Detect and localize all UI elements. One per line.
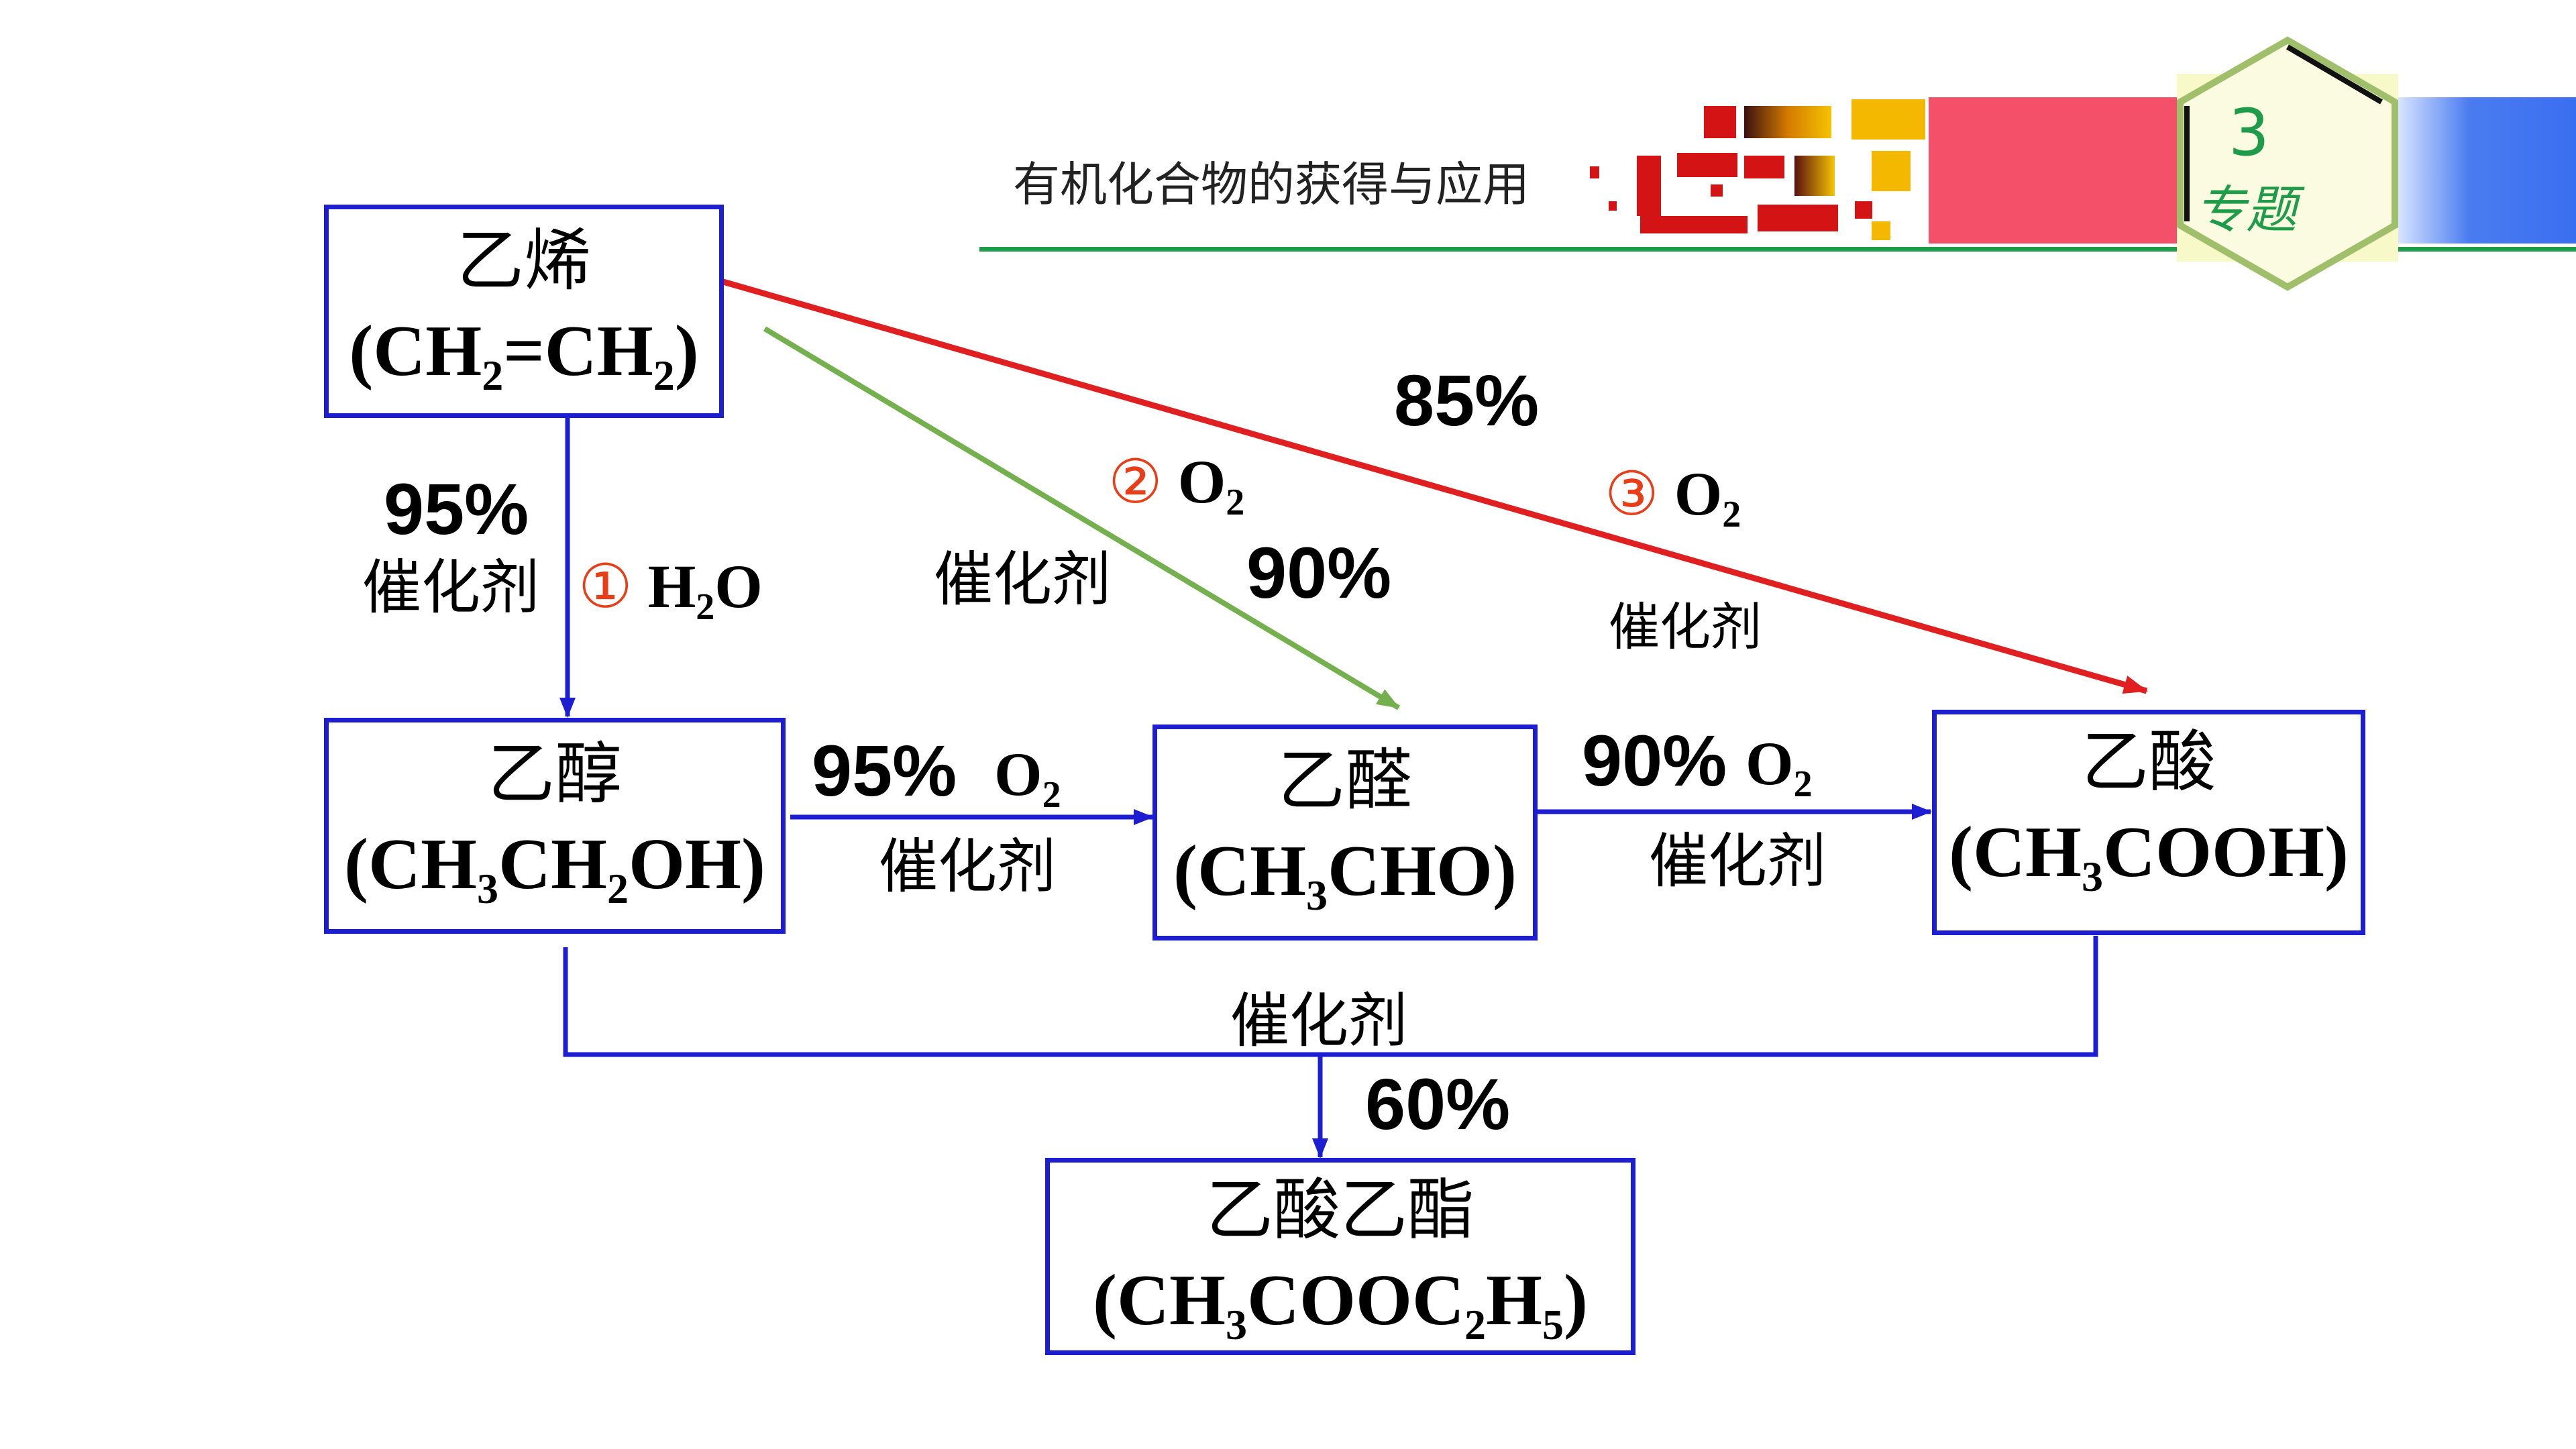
node-name: 乙醛 (1278, 741, 1412, 820)
catalyst-label-3: 催化剂 (1609, 597, 1762, 657)
node-formula: (CH2=CH2) (349, 311, 699, 399)
yield-label-3: 85% (1394, 360, 1540, 441)
node-name: 乙醇 (488, 735, 622, 813)
node-acetaldehyde: 乙醛 (CH3CHO) (1152, 724, 1538, 941)
badge-text: 专题 (2195, 180, 2297, 239)
node-acetic-acid: 乙酸 (CH3COOH) (1932, 710, 2365, 935)
catalyst-label-5: 催化剂 (1649, 826, 1827, 896)
node-name: 乙酸 (2082, 722, 2216, 801)
node-name: 乙酸乙酯 (1206, 1171, 1474, 1249)
yield-label-2: 90% (1246, 532, 1392, 613)
condition-label-1: ① H2O (578, 555, 763, 626)
yield-label-1: 95% (384, 468, 529, 549)
hexagon-badge-icon (2177, 36, 2398, 291)
reagent-2: O2 (1177, 447, 1245, 523)
reagent-3: O2 (1674, 460, 1741, 535)
arrow-ethylene-acetaldehyde (763, 326, 1401, 710)
step-3-marker: ③ (1605, 459, 1659, 529)
badge-number: 3 (2229, 95, 2270, 170)
catalyst-label-6: 催化剂 (1230, 986, 1408, 1055)
node-ethylene: 乙烯 (CH2=CH2) (324, 205, 724, 418)
header-rule (979, 247, 2576, 252)
header: 有机化合物的获得与应用 3 专题 (0, 0, 2576, 291)
page-title: 有机化合物的获得与应用 (1013, 157, 1529, 212)
node-ethyl-acetate: 乙酸乙酯 (CH3COOC2H5) (1045, 1158, 1635, 1355)
reagent-4: O2 (994, 740, 1061, 816)
step-2-marker: ② (1108, 447, 1163, 517)
node-formula: (CH3CHO) (1173, 831, 1517, 919)
yield-label-4: 95% (812, 730, 957, 811)
reagent-5: O2 (1746, 729, 1813, 805)
catalyst-label-1: 催化剂 (362, 553, 540, 622)
node-formula: (CH3CH2OH) (344, 824, 765, 912)
bracket-esterification (563, 936, 2098, 1057)
node-formula: (CH3COOH) (1949, 812, 2349, 900)
condition-label-3: ③ O2 (1605, 463, 1741, 533)
condition-label-2: ② O2 (1108, 451, 1244, 521)
step-1-marker: ① (578, 551, 633, 622)
node-ethanol: 乙醇 (CH3CH2OH) (324, 718, 786, 934)
catalyst-label-2: 催化剂 (934, 545, 1112, 614)
reagent-1: H2O (647, 552, 763, 628)
arrow-ethylene-acetic-acid (722, 278, 2148, 694)
node-name: 乙烯 (457, 221, 591, 300)
yield-label-6: 60% (1365, 1063, 1511, 1144)
yield-label-5: 90% (1582, 720, 1727, 801)
node-formula: (CH3COOC2H5) (1093, 1260, 1588, 1348)
catalyst-label-4: 催化剂 (879, 832, 1057, 901)
